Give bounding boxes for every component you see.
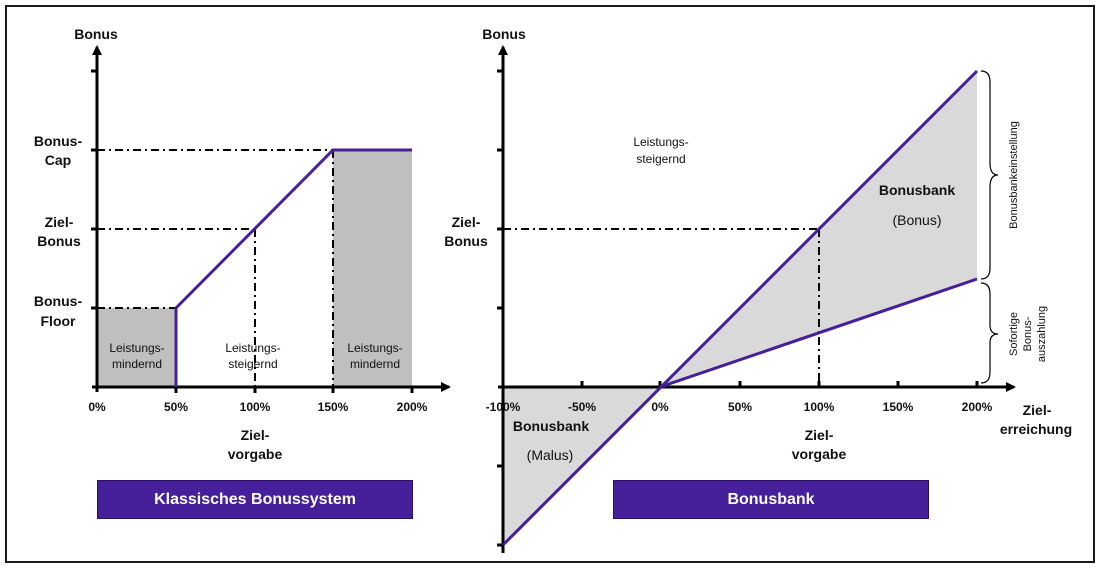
left-x-tick-3: 150%	[318, 400, 349, 414]
right-x-tick-1: -50%	[568, 400, 596, 414]
right-x-tick-0: -100%	[486, 400, 521, 414]
brace-lower-label-2: Bonus-	[1022, 316, 1034, 351]
right-x-axis-end-label-1: Ziel-	[1023, 402, 1052, 418]
payout-line	[659, 277, 978, 389]
right-x-axis-end-label-2: erreichung	[1000, 421, 1072, 437]
label-bonus-cap-2: Cap	[45, 152, 71, 168]
right-x-tick-3: 50%	[728, 400, 752, 414]
right-region-upper-1: Leistungs-	[633, 135, 688, 149]
left-shade-high	[333, 150, 412, 387]
brace-lower-label-3: auszahlung	[1036, 306, 1048, 362]
right-x-tick-2: 0%	[651, 400, 669, 414]
bonusbank-bonus-label-1: Bonusbank	[879, 182, 955, 198]
title-classic-bonus-system: Klassisches Bonussystem	[97, 480, 413, 519]
right-label-ziel-bonus-2: Bonus	[444, 233, 488, 249]
right-region-upper-2: steigernd	[636, 152, 685, 166]
right-y-ticks	[497, 69, 503, 547]
title-bonusbank: Bonusbank	[613, 480, 929, 519]
left-x-tick-0: 0%	[88, 400, 106, 414]
region-left-2: mindernd	[112, 357, 162, 371]
region-mid-2: steigernd	[228, 357, 277, 371]
right-x-ticks	[580, 381, 979, 387]
left-guides	[97, 149, 334, 387]
left-x-ticks	[174, 387, 414, 393]
left-chart: Bonus Bonus- Cap Ziel- Bonus Bonus- Floo…	[34, 26, 451, 462]
brace-lower-label-1: Sofortige	[1008, 312, 1020, 356]
left-y-axis-label: Bonus	[74, 26, 118, 42]
region-mid-1: Leistungs-	[225, 341, 280, 355]
right-x-tick-6: 200%	[962, 400, 993, 414]
left-x-tick-1: 50%	[164, 400, 188, 414]
label-bonus-floor-1: Bonus-	[34, 293, 83, 309]
left-x-axis-label-2: vorgabe	[228, 446, 283, 462]
brace-payout-lower	[980, 282, 999, 384]
left-x-tick-4: 200%	[397, 400, 428, 414]
right-x-tick-5: 150%	[883, 400, 914, 414]
left-y-ticks	[91, 69, 97, 310]
right-y-axis-label: Bonus	[482, 26, 526, 42]
label-bonus-cap-1: Bonus-	[34, 133, 83, 149]
region-right-1: Leistungs-	[347, 341, 402, 355]
brace-upper-label: Bonusbankeinstellung	[1008, 121, 1020, 229]
total-bonus-line	[501, 69, 979, 547]
right-chart: Bonus Ziel- Bonus Leistungs- steigernd B…	[444, 26, 1072, 553]
right-x-axis-label-2: vorgabe	[792, 446, 847, 462]
label-ziel-bonus-2: Bonus	[37, 233, 81, 249]
left-bonus-curve	[174, 148, 412, 387]
region-right-2: mindernd	[350, 357, 400, 371]
label-ziel-bonus-1: Ziel-	[45, 214, 74, 230]
bonusbank-bonus-label-2: (Bonus)	[892, 212, 941, 228]
right-label-ziel-bonus-1: Ziel-	[452, 214, 481, 230]
brace-bonusbank-upper	[980, 70, 999, 280]
right-x-axis-label-1: Ziel-	[805, 427, 834, 443]
right-x-tick-4: 100%	[804, 400, 835, 414]
left-x-axis-label-1: Ziel-	[241, 427, 270, 443]
diagram-frame	[5, 5, 1095, 563]
region-left-1: Leistungs-	[109, 341, 164, 355]
bonusbank-malus-label-2: (Malus)	[527, 447, 574, 463]
bonusbank-malus-label-1: Bonusbank	[513, 418, 589, 434]
label-bonus-floor-2: Floor	[41, 313, 77, 329]
left-x-tick-2: 100%	[240, 400, 271, 414]
right-guides	[503, 228, 820, 387]
left-shade-low	[97, 308, 176, 387]
